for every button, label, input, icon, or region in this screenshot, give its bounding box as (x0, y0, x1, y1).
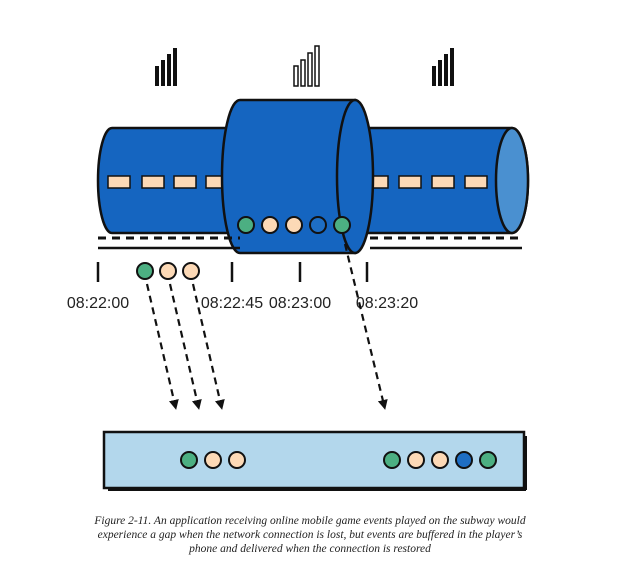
buffered-event-2 (261, 216, 279, 234)
middle-buffer-pipe (220, 98, 375, 255)
caption-line-2: experience a gap when the network connec… (97, 529, 523, 541)
caption-line-1: Figure 2-11. An application receiving on… (94, 515, 526, 527)
left-network-pipe (96, 126, 242, 235)
timeline-ticks (96, 262, 369, 282)
timestamp-3: 08:23:20 (356, 295, 418, 312)
signal-icon-middle (293, 45, 320, 87)
buffered-event-1 (237, 216, 255, 234)
received-event-1 (180, 451, 198, 469)
buffered-event-5 (333, 216, 351, 234)
timestamp-2: 08:23:00 (269, 295, 331, 312)
received-event-3 (228, 451, 246, 469)
arrow-1 (145, 283, 179, 410)
offline-event-2 (159, 262, 177, 280)
buffered-event-3 (285, 216, 303, 234)
delivery-arrows (145, 243, 388, 410)
offline-event-1 (136, 262, 154, 280)
timestamp-1: 08:22:45 (201, 295, 263, 312)
arrow-2 (168, 283, 202, 410)
received-event-5 (407, 451, 425, 469)
caption-line-3: phone and delivered when the connection … (189, 543, 431, 555)
offline-event-3 (182, 262, 200, 280)
timestamp-0: 08:22:00 (67, 295, 129, 312)
right-network-pipe (358, 126, 530, 235)
buffered-event-4 (309, 216, 327, 234)
received-event-7 (455, 451, 473, 469)
received-event-2 (204, 451, 222, 469)
timeline-track (98, 236, 522, 250)
figure-caption: Figure 2-11. An application receiving on… (40, 514, 580, 556)
arrow-4 (343, 243, 388, 410)
signal-icon-left (155, 48, 177, 86)
received-event-8 (479, 451, 497, 469)
signal-icon-right (432, 48, 454, 86)
offline-events (136, 262, 200, 280)
received-event-4 (383, 451, 401, 469)
receiving-application (102, 430, 527, 491)
event-buffering-diagram: 08:22:00 08:22:45 08:23:00 08:23:20 (67, 45, 530, 491)
received-event-6 (431, 451, 449, 469)
arrow-3 (191, 283, 225, 410)
